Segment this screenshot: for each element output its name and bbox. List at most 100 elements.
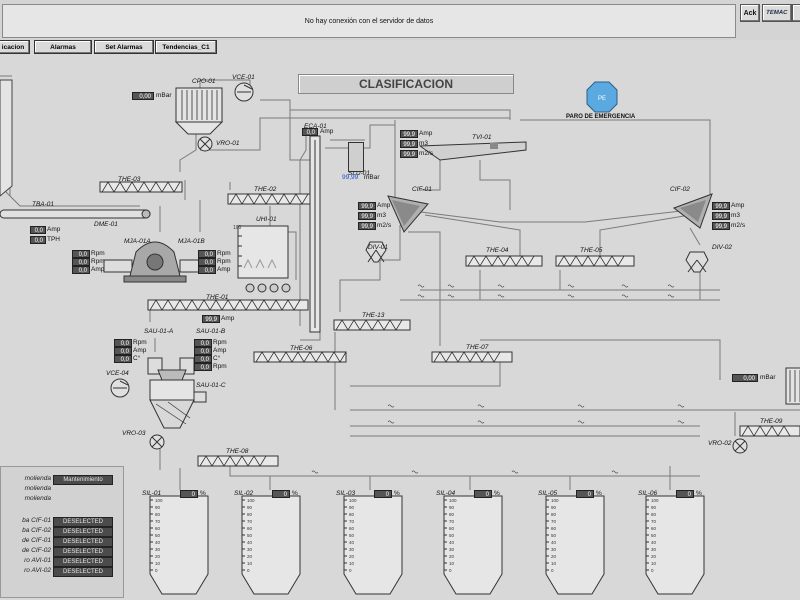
silo-scale-label: 20 [551, 554, 557, 559]
tag-the03: THE-03 [118, 176, 141, 183]
silo-scale-label: 50 [155, 533, 161, 538]
vro01-valve [197, 136, 213, 152]
tag-vce04: VCE-04 [106, 370, 129, 377]
cif01-classifier [387, 195, 429, 233]
tag-uhi01: UHI-01 [256, 216, 277, 223]
the01-amp-unit: Amp [221, 315, 235, 322]
the01-amp-value: 99,9 [202, 315, 220, 323]
tag-the06: THE-06 [290, 345, 313, 352]
tag-slu01: SLU-01 [348, 170, 371, 177]
mja-left-rpm-unit: Rpm [91, 250, 105, 257]
tba01-belt [0, 209, 151, 219]
ack-button[interactable]: Ack [740, 4, 760, 22]
legend-state-badge[interactable]: DESELECTED [53, 557, 113, 567]
silo-scale-label: 60 [551, 526, 557, 531]
nav-alarmas-button[interactable]: Alarmas [34, 40, 92, 54]
tvi01-m3-value: 99,9 [400, 140, 418, 148]
silo-level-value: 0 [272, 490, 290, 498]
cif02-m3-value: 99,9 [712, 212, 730, 220]
silo-scale-label: 40 [651, 540, 657, 545]
legend-state-badge[interactable]: Mantenimiento [53, 475, 113, 485]
legend-state-badge[interactable]: DESELECTED [53, 537, 113, 547]
legend-state-badge[interactable]: DESELECTED [53, 567, 113, 577]
silo-scale-label: 100 [551, 498, 559, 503]
silo-scale-label: 50 [349, 533, 355, 538]
nav-set-alarmas-button[interactable]: Set Alarmas [94, 40, 154, 54]
silo-level-unit: % [494, 490, 500, 497]
emergency-stop-icon[interactable] [586, 81, 618, 113]
extra-button[interactable] [792, 4, 800, 22]
silo-scale-label: 10 [247, 561, 253, 566]
tag-mja01a: MJA-01A [124, 238, 151, 245]
silo-scale-label: 50 [651, 533, 657, 538]
tag-tba01: TBA-01 [32, 201, 55, 208]
nav-clasificacion-button[interactable]: icacion [0, 40, 30, 54]
silo-scale-label: 80 [551, 512, 557, 517]
tag-vro03: VRO-03 [122, 430, 146, 437]
silo-scale-label: 60 [449, 526, 455, 531]
right-filter [785, 367, 800, 405]
silo-scale-label: 20 [155, 554, 161, 559]
sau-a-rpm-unit: Rpm [133, 339, 147, 346]
sau-b-temp-value: 0,0 [194, 355, 212, 363]
silo-body [343, 495, 403, 595]
silo-body [241, 495, 301, 595]
silo-scale-label: 50 [551, 533, 557, 538]
tag-vro01: VRO-01 [216, 140, 240, 147]
tba01-amp-unit: Amp [47, 226, 61, 233]
sau-b-temp-unit: C° [213, 355, 221, 362]
silo-scale-label: 50 [449, 533, 455, 538]
svg-text:100: 100 [233, 225, 242, 231]
sau-b-amp-value: 0,0 [194, 347, 212, 355]
cif01-m3-value: 99,9 [358, 212, 376, 220]
sau-a-temp-unit: C° [133, 355, 141, 362]
silo-scale-label: 90 [247, 505, 253, 510]
the13-conveyor [333, 319, 411, 331]
silo-name: SIL-05 [538, 490, 558, 497]
screen-title: CLASIFICACION [298, 74, 514, 94]
silo-scale-label: 80 [449, 512, 455, 517]
silo-scale-label: 80 [651, 512, 657, 517]
silo-scale-label: 40 [247, 540, 253, 545]
legend-label: ba CIF-02 [22, 527, 51, 534]
tag-the08: THE-08 [226, 448, 249, 455]
silo-scale-label: 80 [247, 512, 253, 517]
temac-logo-text: TEMAC [765, 10, 789, 16]
emergency-badge-text: PE [598, 96, 606, 102]
silo-scale-label: 10 [449, 561, 455, 566]
tag-the04: THE-04 [486, 247, 509, 254]
legend-state-badge[interactable]: DESELECTED [53, 527, 113, 537]
silo-scale-label: 70 [449, 519, 455, 524]
nav-tendencias-button[interactable]: Tendencias_C1 [155, 40, 217, 54]
tag-vro02: VRO-02 [708, 440, 732, 447]
tvi01-screen [418, 141, 527, 161]
cif02-amp-unit: Amp [731, 202, 745, 209]
emergency-label: PARO DE EMERGENCIA [566, 114, 636, 120]
tag-div01: DIV-01 [368, 244, 388, 251]
sau-a-rpm-value: 0,0 [114, 339, 132, 347]
silo-scale-label: 50 [247, 533, 253, 538]
silo-name: SIL-03 [336, 490, 356, 497]
mja-right-amp-unit: Amp [217, 266, 231, 273]
legend-label: molienda [24, 495, 51, 502]
legend-label: ro AVI-01 [24, 557, 51, 564]
process-diagram: 100 PE 100908070605040302010010090807060… [0, 75, 800, 595]
mja-right-amp-value: 0,0 [198, 266, 216, 274]
silo-scale-label: 20 [247, 554, 253, 559]
silo-level-unit: % [596, 490, 602, 497]
mja-left-amp-unit: Amp [91, 266, 105, 273]
legend-label: ba CIF-01 [22, 517, 51, 524]
legend-state-badge[interactable]: DESELECTED [53, 517, 113, 527]
silo-level-value: 0 [374, 490, 392, 498]
legend-state-badge[interactable]: DESELECTED [53, 547, 113, 557]
tvi01-flow-value: 99,9 [400, 150, 418, 158]
tag-vce01: VCE-01 [232, 74, 255, 81]
silo-scale-label: 20 [651, 554, 657, 559]
silo-body [443, 495, 503, 595]
cif01-flow-unit: m2/s [377, 222, 392, 229]
mja-right-rpm2-value: 0,0 [198, 258, 216, 266]
slu01-unit: mBar [364, 174, 380, 181]
legend-label: de CIF-02 [22, 547, 51, 554]
nav-bar: icacion Alarmas Set Alarmas Tendencias_C… [0, 40, 800, 54]
